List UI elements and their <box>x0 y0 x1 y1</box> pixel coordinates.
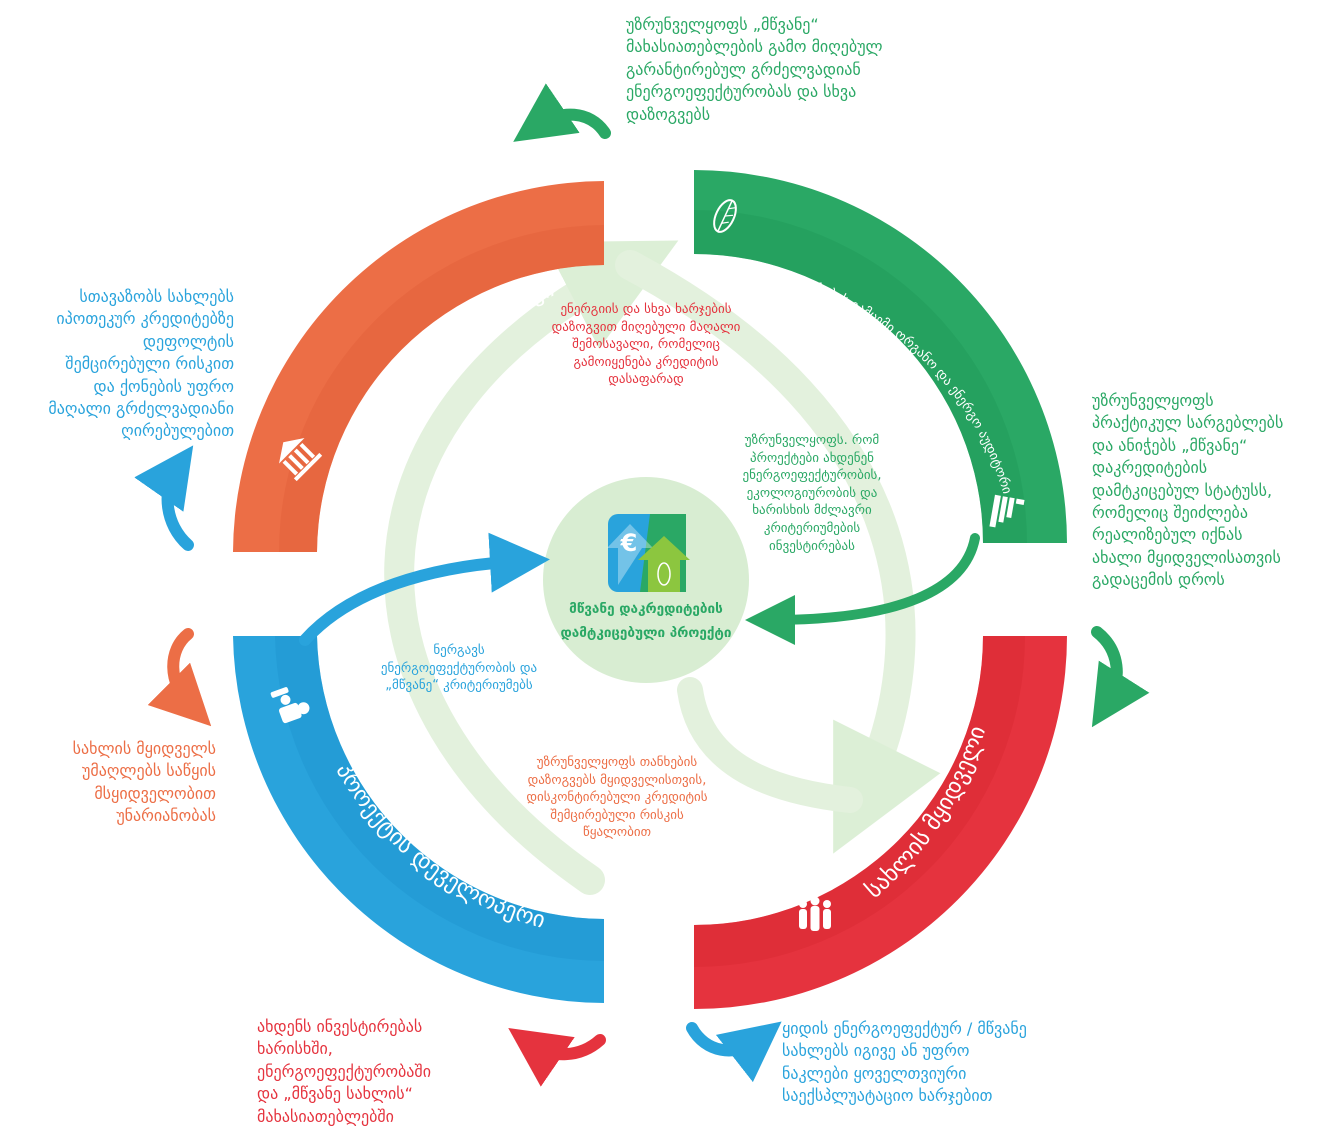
left-bottom-text: სახლის მყიდველს უმაღლებს საწყის მსყიდველ… <box>72 739 216 826</box>
leaf-icon <box>713 199 737 233</box>
developer-to-project-arrow <box>299 532 550 646</box>
top-right-text: უზრუნველყოფს „მწვანე“ მახასიათებლების გა… <box>626 15 883 124</box>
bank-icon <box>279 438 323 482</box>
right-arrow <box>1091 626 1150 728</box>
people-icon <box>799 896 831 931</box>
left-top-arrow <box>134 445 194 551</box>
left-top-text: სთავაზობს სახლებს იპოთეკურ კრედიტებზე დე… <box>48 287 234 441</box>
inner-bottom-text: უზრუნველყოფს თანხების დაზოგვებს მყიდველი… <box>526 755 708 841</box>
center-title-line2: დამტკიცებული პროექტი <box>561 625 732 641</box>
leaf-icon <box>657 562 671 586</box>
certifier-to-project-arrow <box>745 533 980 645</box>
inner-top-text: ენერგიის და სხვა ხარჯების დაზოგვით მიღებ… <box>551 302 741 388</box>
top-right-arrow <box>513 83 611 142</box>
inner-right-text: უზრუნველყოფს. რომ პროექტები ახდენენ ენერ… <box>742 433 882 554</box>
quadrant-bank[interactable] <box>233 181 604 552</box>
background-arrow-bottom <box>677 677 863 813</box>
bottom-right-text: ყიდის ენერგოეფექტურ / მწვანე სახლებს იგი… <box>782 1019 1027 1106</box>
bottom-left-text: ახდენს ინვესტირებას ხარისხში, ენერგოეფექ… <box>257 1017 431 1126</box>
bottom-right-arrow <box>686 1021 782 1083</box>
center-logo: € მწვანე დაკრედიტების დამტკიცებული პროექ… <box>543 477 749 683</box>
certificate-icon <box>989 494 1025 528</box>
background-arrow-left <box>384 240 679 895</box>
inner-left-text: ნერგავს ენერგოეფექტურობის და „მწვანე“ კრ… <box>380 643 538 694</box>
bottom-left-arrow <box>508 1028 606 1087</box>
builder-icon <box>270 687 310 724</box>
right-middle-text: უზრუნველყოფს პრაქტიკულ სარგებლებს და ანი… <box>1092 391 1284 590</box>
euro-icon: € <box>620 529 638 557</box>
quadrant-developer[interactable] <box>233 636 604 1003</box>
center-title-line1: მწვანე დაკრედიტების <box>569 601 723 617</box>
background-arrow-right <box>615 250 941 854</box>
quadrant-buyer[interactable] <box>694 636 1067 1009</box>
left-bottom-arrow <box>147 628 212 727</box>
